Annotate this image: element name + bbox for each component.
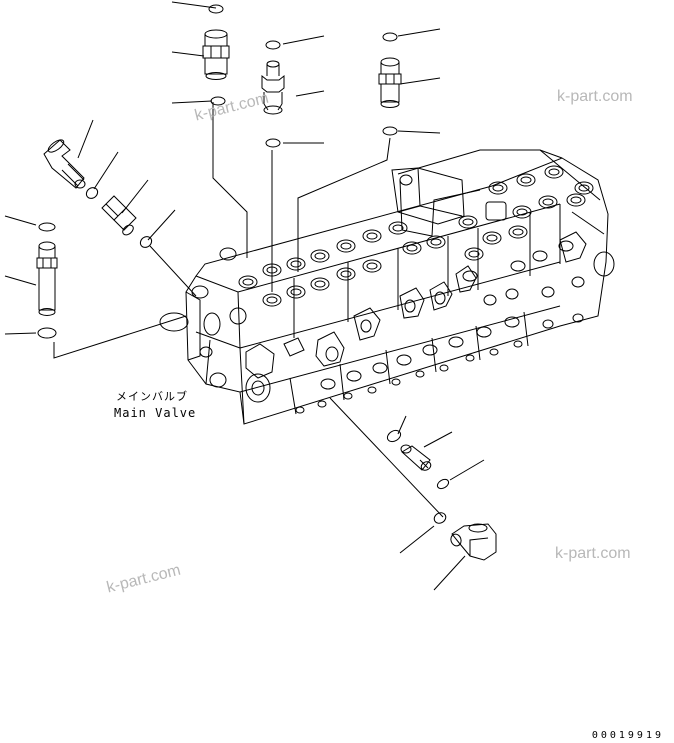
straight-fitting-left	[101, 195, 137, 236]
fitting-top-left	[202, 29, 230, 80]
valve-side-details	[159, 174, 587, 414]
main-valve-label-jp: メインバルブ	[116, 390, 188, 403]
main-valve-label-en: Main Valve	[114, 406, 197, 420]
leader-lines	[4, 1, 485, 591]
elbow-fitting-bottom	[450, 523, 497, 561]
elbow-fitting-left	[43, 139, 86, 189]
long-fitting-left	[36, 241, 58, 316]
o-rings	[37, 4, 450, 524]
watermark: k-part.com	[555, 545, 631, 562]
fitting-top-center	[261, 60, 285, 115]
watermark: k-part.com	[557, 88, 633, 105]
fitting-bottom	[400, 444, 432, 471]
valve-ports	[238, 165, 615, 307]
document-number: 00019919	[591, 730, 664, 741]
fitting-top-right	[378, 57, 402, 108]
main-valve-body	[185, 149, 609, 425]
